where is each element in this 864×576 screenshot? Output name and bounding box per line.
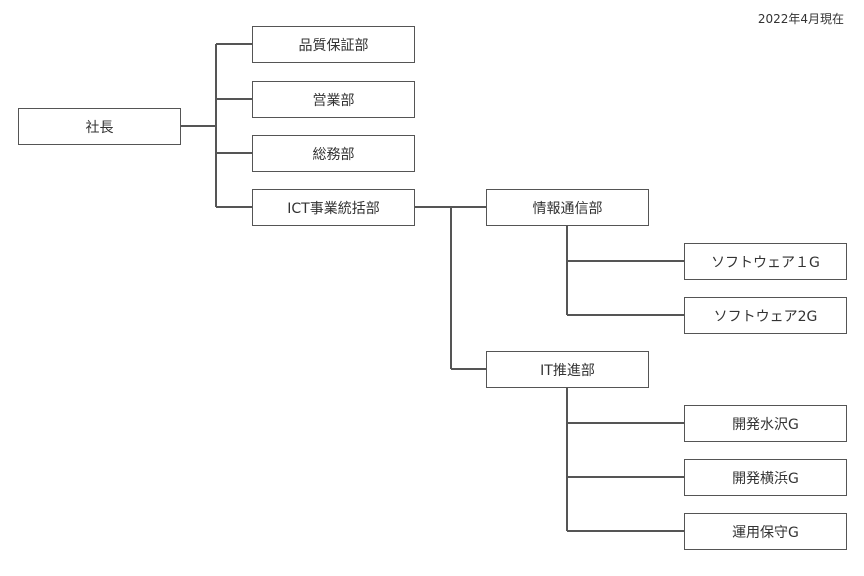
node-software-1g: ソフトウェア１G (684, 243, 847, 280)
node-quality-assurance: 品質保証部 (252, 26, 415, 63)
node-sales: 営業部 (252, 81, 415, 118)
node-info-comm: 情報通信部 (486, 189, 649, 226)
as-of-date: 2022年4月現在 (757, 12, 844, 26)
node-dev-yokohama: 開発横浜G (684, 459, 847, 496)
node-ict-division: ICT事業統括部 (252, 189, 415, 226)
node-it-promotion: IT推進部 (486, 351, 649, 388)
node-dev-mizusawa: 開発水沢G (684, 405, 847, 442)
node-general-affairs: 総務部 (252, 135, 415, 172)
node-operations: 運用保守G (684, 513, 847, 550)
node-president: 社長 (18, 108, 181, 145)
node-software-2g: ソフトウェア2G (684, 297, 847, 334)
